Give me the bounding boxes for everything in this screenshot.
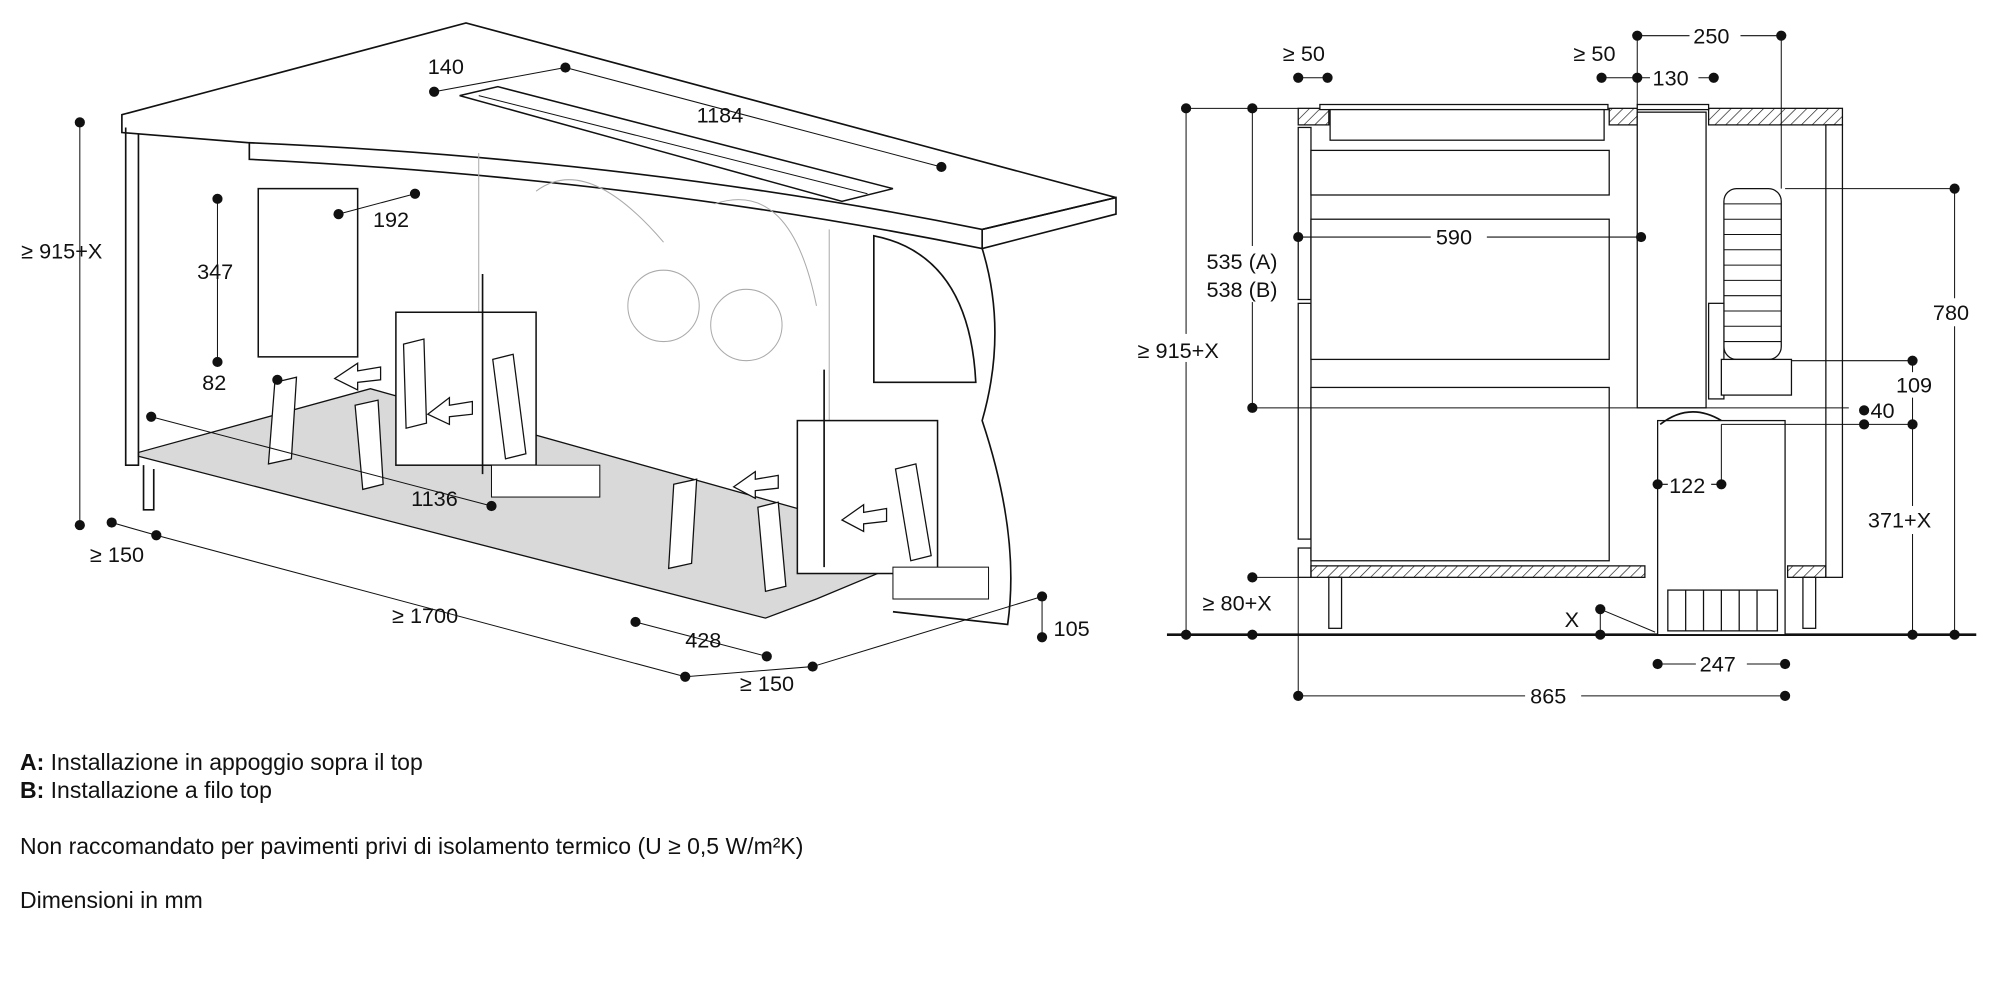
dim-label: ≥ 915+X <box>21 239 102 264</box>
dim-label: X <box>1565 607 1579 632</box>
dim-label: 192 <box>373 207 409 232</box>
mounting-brackets <box>267 338 932 593</box>
units-note: Dimensioni in mm <box>20 887 203 913</box>
note-b-text: Installazione a filo top <box>50 777 272 803</box>
cabinet-side-panel <box>1825 124 1844 578</box>
dim-label: 130 <box>1653 65 1689 90</box>
dim-label: ≥ 1700 <box>392 603 458 628</box>
duct <box>1636 111 1707 409</box>
dim-label: 371+X <box>1868 508 1931 533</box>
leg <box>1802 576 1817 629</box>
dim-label: 865 <box>1530 684 1566 709</box>
dim-label: 535 (A) <box>1206 249 1277 274</box>
hob-plate <box>1319 103 1609 111</box>
note-b-key: B: <box>20 777 45 803</box>
dim-label: 428 <box>685 627 721 652</box>
perspective-dimension-labels: 140 1184 192 347 82 ≥ 915+X 1136 ≥ 150 ≥… <box>21 54 1089 696</box>
dim-label: ≥ 150 <box>90 542 144 567</box>
fan-housing <box>1723 187 1782 361</box>
dim-label: ≥ 50 <box>1574 41 1616 66</box>
dim-label: ≥ 915+X <box>1138 338 1219 363</box>
dim-label: 247 <box>1700 652 1736 677</box>
leg <box>1328 576 1343 629</box>
dim-label: ≥ 150 <box>740 671 794 696</box>
note-a-text: Installazione in appoggio sopra il top <box>50 749 423 775</box>
side-view: ≥ 50 ≥ 50 250 130 590 535 (A) 538 (B) ≥ … <box>1135 19 1982 709</box>
dim-label: 347 <box>197 259 233 284</box>
note-a-key: A: <box>20 749 45 775</box>
airflow-arrows <box>333 362 888 533</box>
dim-label: 109 <box>1896 373 1932 398</box>
dim-label: ≥ 80+X <box>1203 590 1272 615</box>
dim-label: 590 <box>1436 225 1472 250</box>
perspective-dimension-lines <box>74 62 1048 682</box>
note-a: A: Installazione in appoggio sopra il to… <box>20 748 803 776</box>
dim-label: 140 <box>428 54 464 79</box>
legend-notes: A: Installazione in appoggio sopra il to… <box>20 748 803 914</box>
dim-label: ≥ 50 <box>1283 41 1325 66</box>
side-dimension-labels: ≥ 50 ≥ 50 250 130 590 535 (A) 538 (B) ≥ … <box>1135 19 1982 709</box>
note-b: B: Installazione a filo top <box>20 776 803 804</box>
dim-label: 40 <box>1870 398 1894 423</box>
dim-label: 122 <box>1669 473 1705 498</box>
perspective-view: 140 1184 192 347 82 ≥ 915+X 1136 ≥ 150 ≥… <box>21 22 1117 696</box>
dim-label: 82 <box>202 370 226 395</box>
dim-label: 1184 <box>697 102 744 127</box>
dim-label: 105 <box>1054 616 1090 641</box>
cabinet-left-panel <box>124 127 140 467</box>
dim-label: 538 (B) <box>1206 277 1277 302</box>
drawer <box>1310 386 1610 562</box>
side-dimension-lines <box>1180 30 1960 701</box>
hob-body <box>1329 108 1605 141</box>
floor-note: Non raccomandato per pavimenti privi di … <box>20 833 804 859</box>
drawer <box>1310 149 1610 196</box>
dim-label: 250 <box>1693 23 1729 48</box>
dim-label: 780 <box>1933 300 1969 325</box>
countertop <box>121 22 1117 250</box>
dim-label: 1136 <box>411 486 458 511</box>
